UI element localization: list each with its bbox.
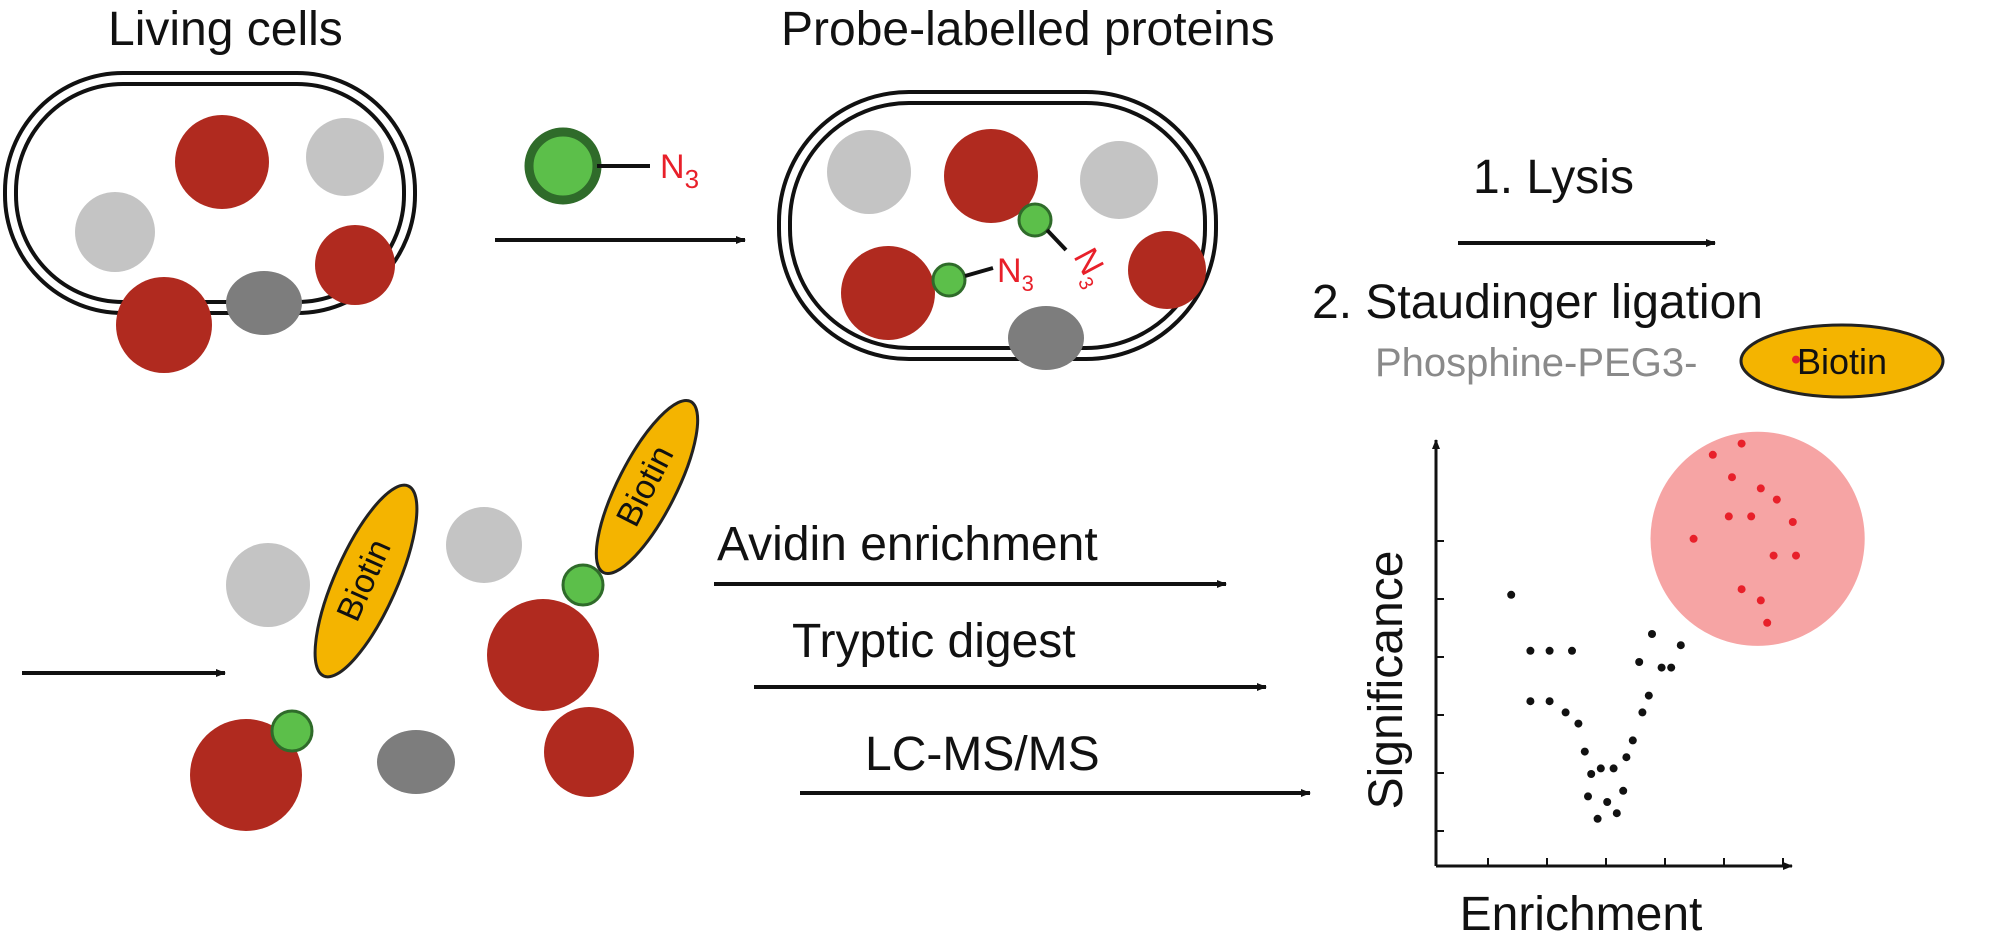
protein-dark-grey [226, 271, 302, 335]
protein-light-grey [446, 507, 522, 583]
background-protein-point [1638, 708, 1647, 717]
enriched-protein-point [1788, 518, 1797, 526]
biotin-tag: Biotin [1739, 323, 1945, 399]
background-protein-point [1644, 691, 1653, 700]
plot-points [1507, 355, 1800, 823]
volcano-plot: Significance Enrichment [1360, 355, 1865, 937]
step-lysis: 1. Lysis [1473, 151, 1634, 204]
enriched-protein-point [1708, 450, 1717, 459]
protein-light-grey [306, 118, 384, 196]
background-protein-point [1561, 708, 1570, 717]
enriched-protein-point [1737, 585, 1746, 594]
background-protein-point [1568, 646, 1576, 655]
background-protein-point [1648, 630, 1656, 638]
azide-label: N3 [997, 252, 1034, 296]
protein-red [116, 277, 212, 373]
plot-x-axis-label: Enrichment [1460, 888, 1703, 937]
protein-red [315, 225, 395, 305]
plot-y-axis-label: Significance [1360, 551, 1413, 810]
background-protein-point [1507, 590, 1516, 599]
background-protein-point [1584, 792, 1592, 801]
background-protein-point [1593, 814, 1602, 823]
background-protein-point [1580, 747, 1589, 756]
y-axis-ticks [1436, 540, 1444, 832]
labelled-cell: N3 N3 [777, 90, 1218, 370]
biotin-label: Biotin [1797, 341, 1887, 382]
enriched-protein-point [1724, 512, 1733, 521]
living-cell [3, 71, 417, 373]
background-protein-point [1635, 658, 1644, 666]
step-avidin-enrichment: Avidin enrichment [717, 518, 1098, 571]
step-lc-ms-ms: LC-MS/MS [865, 728, 1100, 781]
protein-light-grey [75, 192, 155, 272]
background-protein-point [1526, 697, 1535, 706]
title-living-cells: Living cells [108, 3, 343, 56]
background-protein-point [1545, 697, 1554, 706]
step-staudinger-ligation: 2. Staudinger ligation [1312, 276, 1763, 329]
background-protein-point [1619, 786, 1628, 795]
protein-light-grey [1080, 141, 1158, 219]
enriched-protein-point [1792, 551, 1800, 560]
probe-green-icon [931, 262, 967, 298]
enriched-protein-point [1728, 473, 1736, 482]
background-protein-point [1612, 809, 1621, 818]
x-axis-ticks [1487, 858, 1784, 866]
probe-green-icon [1017, 202, 1053, 238]
protein-red [190, 719, 302, 831]
title-probe-labelled-proteins: Probe-labelled proteins [781, 3, 1275, 56]
enriched-protein-point [1756, 484, 1765, 493]
enriched-protein-point [1737, 439, 1746, 448]
protein-dark-grey [377, 730, 455, 794]
background-protein-point [1622, 753, 1631, 762]
background-protein-point [1609, 764, 1618, 773]
cell-membrane-inner [788, 101, 1207, 350]
protein-light-grey [827, 130, 911, 214]
background-protein-point [1596, 764, 1605, 773]
protein-red [841, 246, 935, 340]
background-protein-point [1657, 663, 1666, 672]
background-protein-point [1587, 770, 1596, 778]
biotin-tag-shape [313, 483, 419, 679]
background-protein-point [1628, 736, 1637, 745]
background-protein-point [1574, 719, 1583, 728]
enriched-protein-point [1756, 596, 1765, 605]
enriched-protein-point [1747, 512, 1756, 521]
cell-membrane-outer [777, 90, 1218, 361]
azide-probe: N3 [524, 127, 699, 205]
biotinylated-proteins: Biotin Biotin [190, 398, 700, 831]
protein-dark-grey [1008, 306, 1084, 370]
background-protein-point [1545, 646, 1554, 655]
enriched-protein-point [1772, 495, 1781, 504]
protein-red [175, 115, 269, 209]
biotin-tag-shape [1739, 323, 1945, 399]
background-protein-point [1603, 798, 1612, 806]
azide-label: N3 [660, 148, 699, 194]
step-tryptic-digest: Tryptic digest [792, 615, 1076, 668]
probe-green-icon [561, 563, 605, 607]
background-protein-point [1526, 646, 1535, 655]
enriched-protein-point [1792, 355, 1800, 364]
enriched-protein-point [1763, 618, 1772, 627]
enriched-protein-zone [1650, 431, 1865, 646]
biotin-tag-shape [594, 398, 700, 576]
protein-red [544, 707, 634, 797]
phosphine-peg3-label: Phosphine-PEG3- [1375, 341, 1697, 385]
probe-linker [1045, 228, 1068, 252]
protein-red [1128, 231, 1206, 309]
background-protein-point [1676, 641, 1685, 650]
azide-label: N3 [1062, 242, 1117, 294]
protein-red [487, 599, 599, 711]
probe-green-icon [524, 127, 602, 205]
background-protein-point [1667, 663, 1676, 672]
probe-linker [964, 266, 994, 278]
protein-light-grey [226, 543, 310, 627]
enriched-protein-point [1769, 551, 1778, 560]
enriched-protein-point [1689, 534, 1698, 543]
probe-green-icon [270, 709, 314, 753]
cell-membrane-inner [14, 82, 406, 304]
protein-red [944, 129, 1038, 223]
